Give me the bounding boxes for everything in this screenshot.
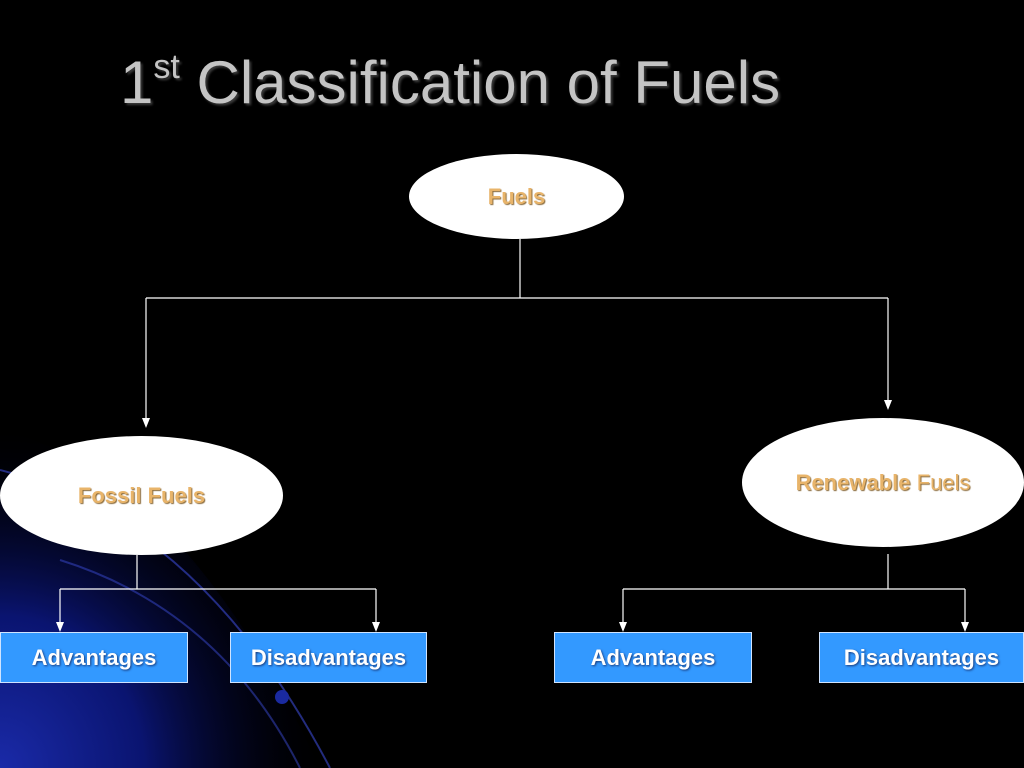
slide-title: 1st Classification of Fuels [120,36,900,118]
node-fuels: Fuels [409,154,624,239]
box-renewable-advantages-label: Advantages [590,644,716,670]
box-renewable-advantages: Advantages [554,632,752,683]
box-fossil-disadvantages-label: Disadvantages [250,644,407,670]
box-fossil-advantages: Advantages [0,632,188,683]
title-number: 1 [120,49,154,116]
node-fuels-label: Fuels [487,183,546,209]
node-fossil-fuels: Fossil Fuels [0,436,283,555]
node-renewable-label: Renewable Fuels [796,470,971,496]
title-text: Classification of Fuels [196,49,781,116]
box-fossil-advantages-label: Advantages [31,644,157,670]
box-fossil-disadvantages: Disadvantages [230,632,427,683]
node-fossil-fuels-label: Fossil Fuels [77,482,206,508]
title-superscript: st [153,48,180,86]
box-renewable-disadvantages: Disadvantages [819,632,1024,683]
box-renewable-disadvantages-label: Disadvantages [843,644,1000,670]
node-renewable-regular: Fuels [916,469,971,495]
node-renewable-fuels: Renewable Fuels [742,418,1024,547]
node-renewable-bold: Renewable [795,469,911,495]
